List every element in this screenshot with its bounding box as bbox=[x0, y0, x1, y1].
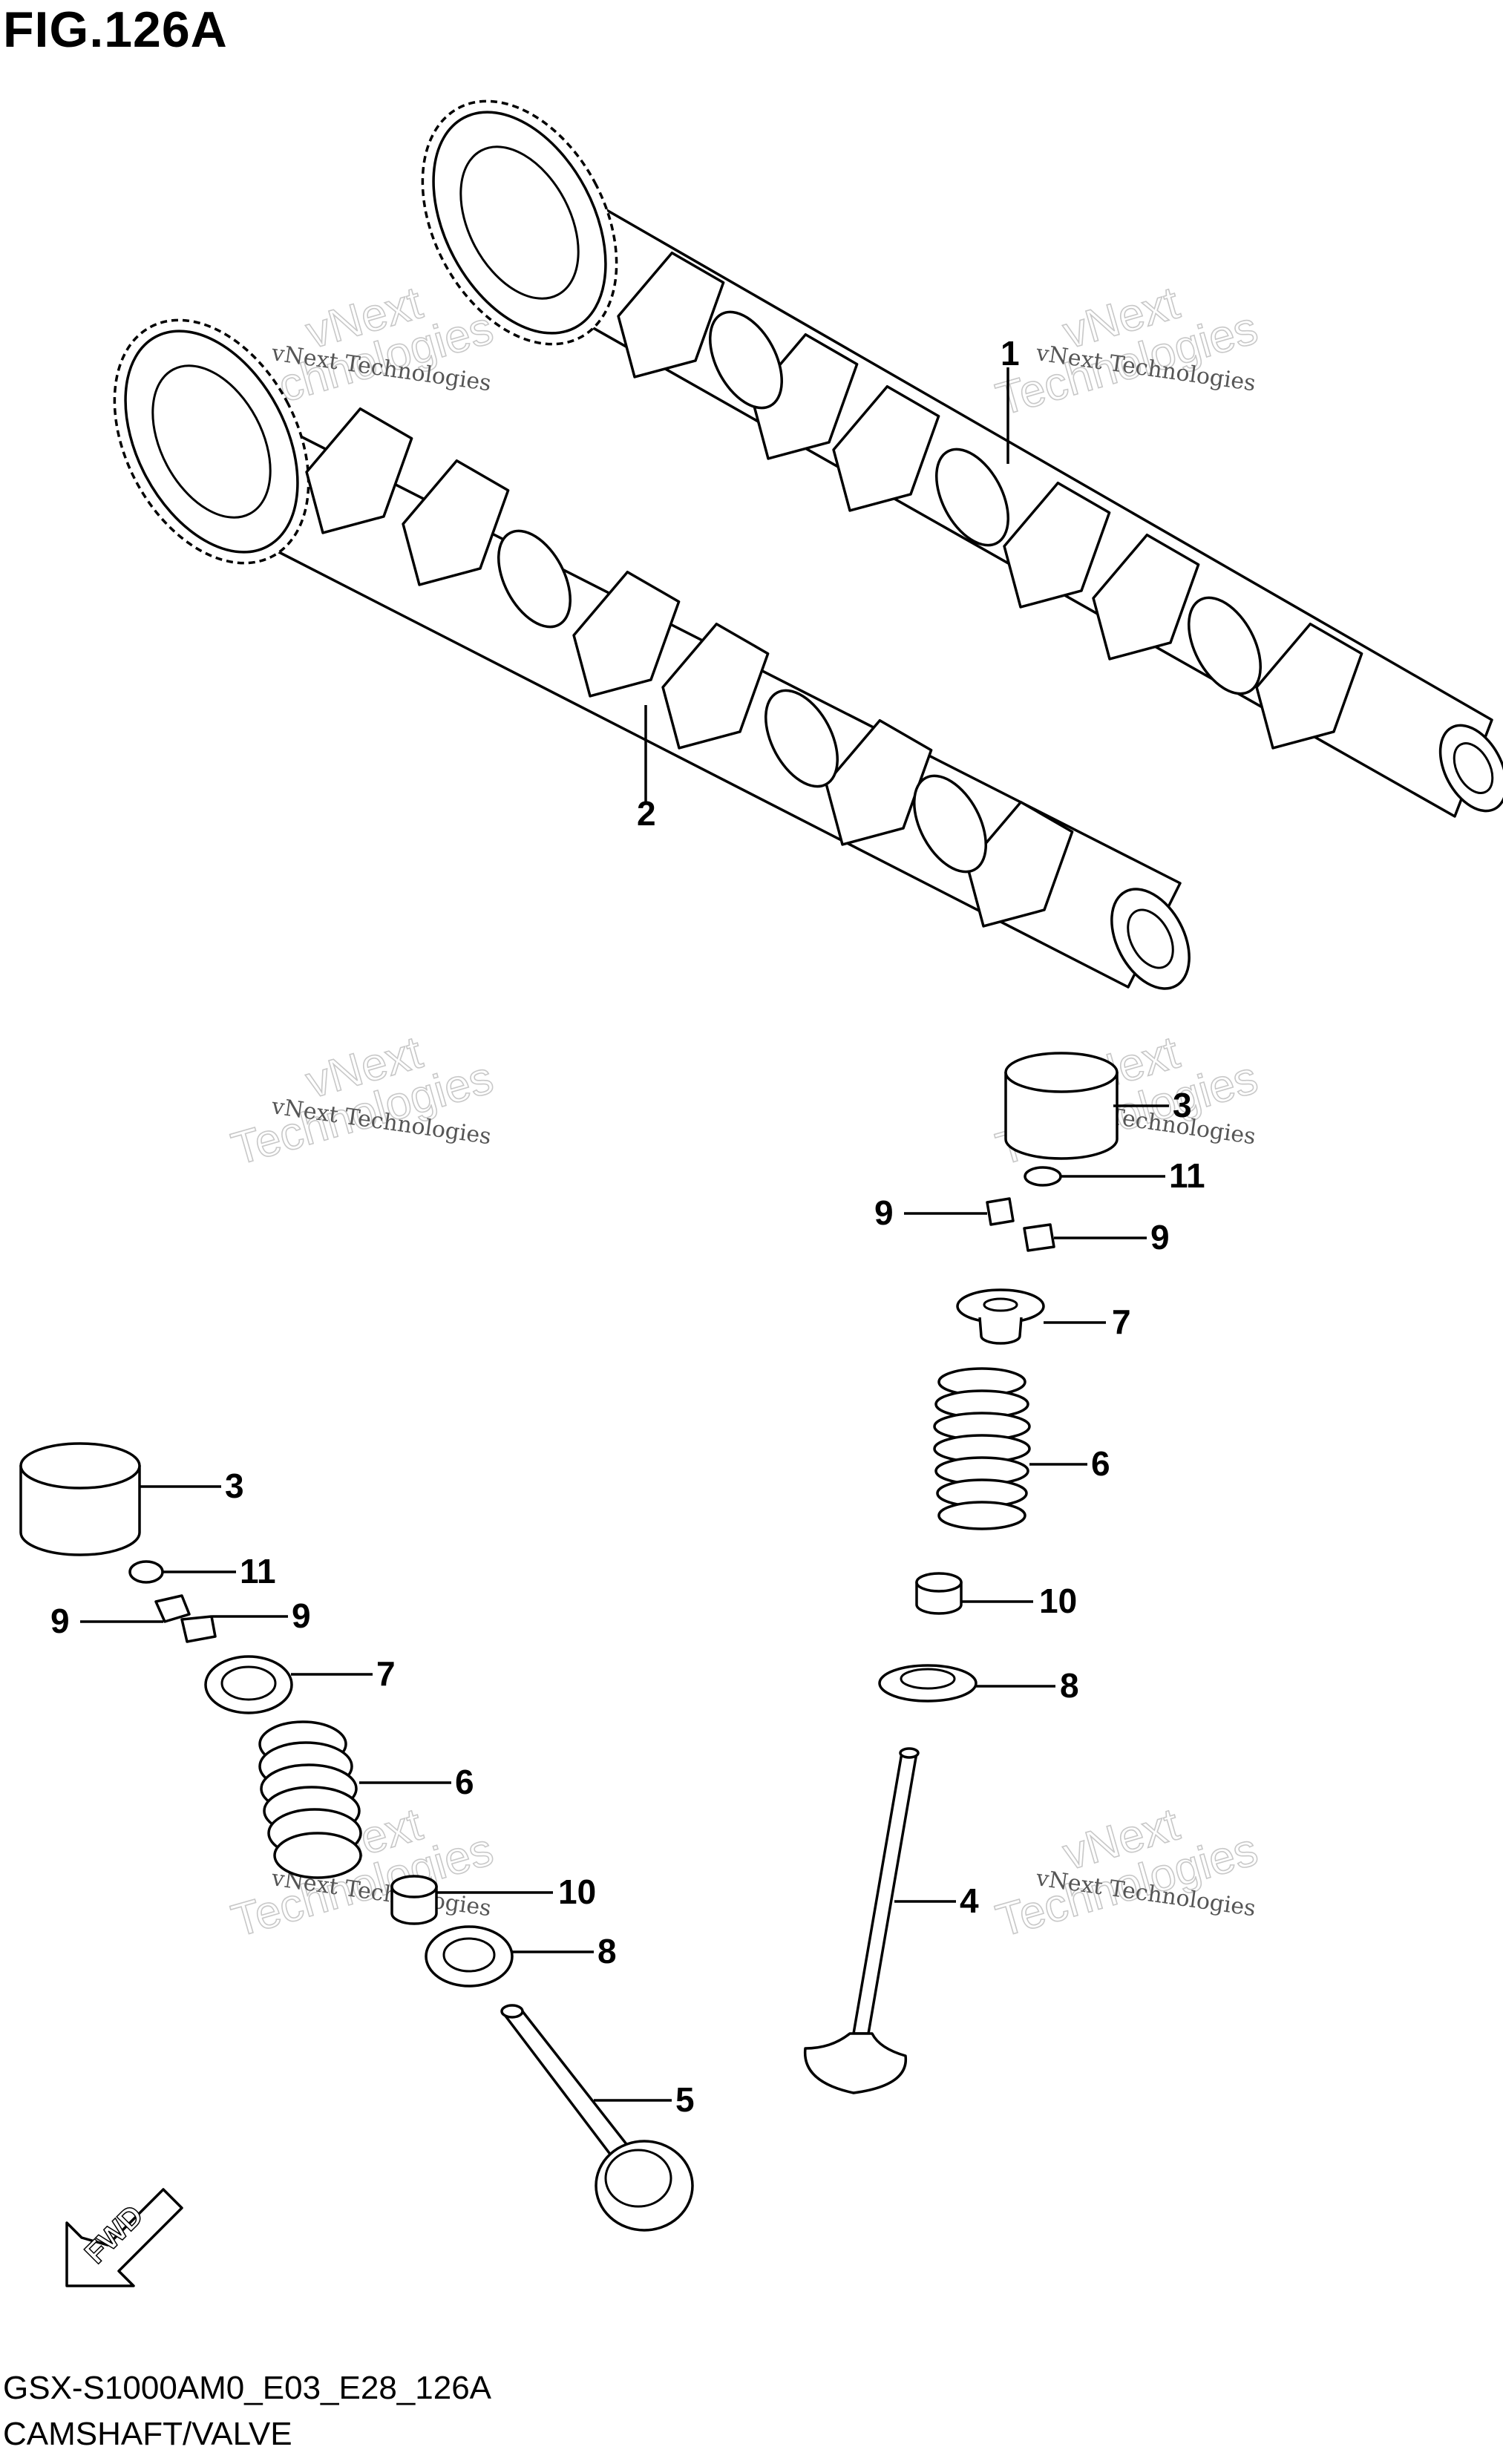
diagram-code: GSX-S1000AM0_E03_E28_126A bbox=[3, 2370, 492, 2406]
diagram-name: CAMSHAFT/VALVE bbox=[3, 2416, 292, 2452]
watermark-mid-left: vNext Technologies vNext Technologies bbox=[226, 1026, 500, 1176]
callout-9-right-a: 9 bbox=[874, 1193, 894, 1232]
callout-3-left: 3 bbox=[225, 1467, 244, 1505]
cotter-9-right-a bbox=[986, 1197, 1015, 1226]
callout-9-left-b: 9 bbox=[292, 1596, 311, 1635]
cotter-9-left-a bbox=[154, 1594, 191, 1623]
seat-8-right bbox=[878, 1664, 978, 1703]
retainer-7-right bbox=[956, 1288, 1045, 1345]
callout-5: 5 bbox=[675, 2080, 695, 2119]
callout-9-left-a: 9 bbox=[50, 1602, 70, 1640]
tappet-3-right bbox=[1004, 1052, 1119, 1160]
callout-7-left: 7 bbox=[376, 1654, 396, 1693]
callout-2: 2 bbox=[637, 794, 656, 833]
callout-11-left: 11 bbox=[240, 1552, 276, 1590]
camshaft-2 bbox=[113, 318, 1191, 990]
callout-8-left: 8 bbox=[597, 1932, 617, 1970]
callout-7-right: 7 bbox=[1112, 1303, 1131, 1341]
camshaft-1 bbox=[421, 99, 1503, 818]
callout-3-right: 3 bbox=[1173, 1086, 1192, 1124]
figure-title: FIG.126A bbox=[3, 1, 228, 58]
callout-6-right: 6 bbox=[1091, 1444, 1110, 1483]
shim-11-left bbox=[128, 1560, 164, 1584]
callout-11-right: 11 bbox=[1169, 1156, 1205, 1195]
valve-4 bbox=[803, 1747, 920, 2094]
callout-1: 1 bbox=[1001, 334, 1020, 373]
valve-5 bbox=[500, 2004, 694, 2232]
watermark-top-right: vNext Technologies vNext Technologies bbox=[990, 277, 1264, 427]
seal-10-left bbox=[390, 1875, 438, 1925]
cotter-9-right-b bbox=[1023, 1223, 1055, 1252]
callout-8-right: 8 bbox=[1060, 1666, 1079, 1705]
watermark-bottom-right: vNext Technologies vNext Technologies bbox=[990, 1798, 1264, 1948]
fwd-arrow-icon: FWD bbox=[65, 2188, 183, 2287]
leader-lines bbox=[80, 367, 1169, 2102]
shim-11-right bbox=[1024, 1166, 1062, 1187]
tappet-3-left bbox=[19, 1442, 141, 1556]
callout-4: 4 bbox=[960, 1881, 979, 1920]
callout-10-right: 10 bbox=[1039, 1582, 1077, 1620]
seal-10-right bbox=[915, 1572, 963, 1615]
callout-10-left: 10 bbox=[558, 1872, 596, 1911]
callout-6-left: 6 bbox=[455, 1763, 474, 1801]
cotter-9-left-b bbox=[180, 1615, 217, 1643]
spring-6-right bbox=[933, 1367, 1031, 1530]
seat-8-left bbox=[425, 1925, 514, 1988]
callout-9-right-b: 9 bbox=[1150, 1218, 1170, 1256]
retainer-7-left bbox=[204, 1655, 293, 1714]
callout-numbers: 1 2 3 11 9 9 7 6 10 8 4 3 11 9 9 7 6 10 … bbox=[50, 334, 1205, 2119]
spring-6-left bbox=[258, 1720, 362, 1879]
